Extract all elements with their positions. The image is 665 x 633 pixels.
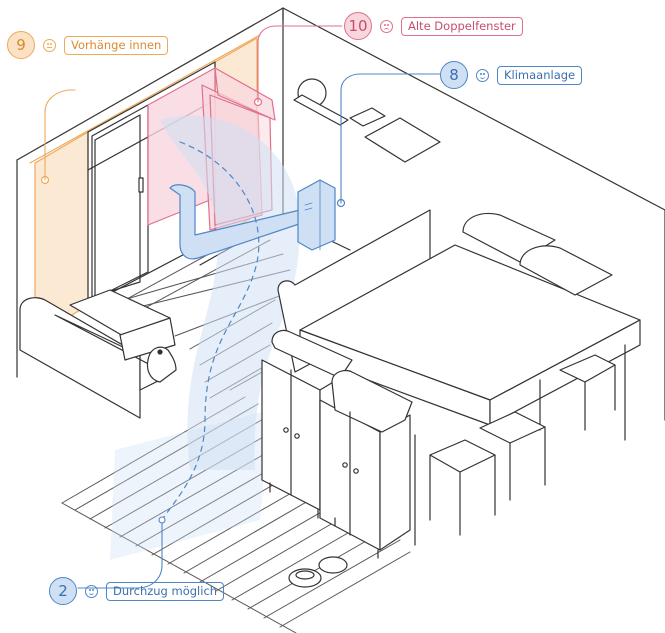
happy-face-icon bbox=[476, 68, 489, 82]
wardrobes bbox=[261, 329, 413, 559]
pet-bowls bbox=[288, 556, 348, 588]
callout-number: 10 bbox=[344, 12, 372, 40]
sad-face-icon bbox=[380, 19, 393, 33]
callout-number: 9 bbox=[7, 31, 35, 59]
callout-label: Vorhänge innen bbox=[64, 35, 169, 55]
draft-path bbox=[161, 141, 260, 521]
storage-crates bbox=[429, 354, 616, 536]
callout-label: Durchzug möglich bbox=[106, 581, 225, 601]
callout-label: Alte Doppelfenster bbox=[401, 16, 523, 36]
callout-aircon: 8 Klimaanlage bbox=[440, 61, 583, 89]
neutral-face-icon bbox=[43, 38, 56, 52]
aircon-unit bbox=[297, 179, 346, 251]
callout-number: 8 bbox=[440, 61, 468, 89]
callout-draft: 2 Durchzug möglich bbox=[49, 577, 225, 605]
callout-curtains: 9 Vorhänge innen bbox=[7, 31, 169, 59]
callout-label: Klimaanlage bbox=[497, 65, 583, 85]
ceiling-lamp bbox=[293, 78, 349, 126]
callout-number: 2 bbox=[49, 577, 77, 605]
happy-face-icon bbox=[85, 584, 98, 598]
callout-leaders bbox=[44, 25, 441, 589]
sofa bbox=[19, 289, 176, 419]
airflow-area bbox=[110, 115, 300, 560]
wall-shelf bbox=[349, 107, 441, 163]
callout-windows: 10 Alte Doppelfenster bbox=[344, 12, 523, 40]
dog bbox=[146, 346, 177, 383]
